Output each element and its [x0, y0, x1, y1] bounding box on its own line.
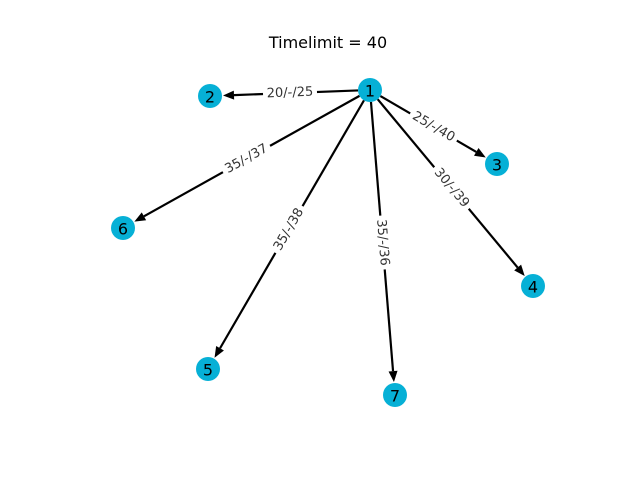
node-1: 1: [358, 78, 382, 102]
node-circle: [521, 274, 545, 298]
arrowhead: [388, 370, 398, 383]
node-circle: [383, 383, 407, 407]
node-circle: [485, 152, 509, 176]
edge-label-1-4: 30/-/39: [428, 162, 475, 214]
arrowhead: [214, 345, 224, 358]
edge-label-background: [372, 214, 393, 271]
node-3: 3: [485, 152, 509, 176]
arrowhead: [514, 264, 525, 277]
nodes-layer: 1 2 3 4 5 6 7: [111, 78, 545, 407]
arrowhead: [222, 90, 235, 100]
node-circle: [196, 357, 220, 381]
edge-label-1-7: 35/-/36: [372, 214, 393, 271]
node-circle: [358, 78, 382, 102]
node-5: 5: [196, 357, 220, 381]
node-4: 4: [521, 274, 545, 298]
arrowhead: [134, 212, 147, 222]
edge-label-background: [219, 138, 274, 180]
node-circle: [111, 216, 135, 240]
diagram-title: Timelimit = 40: [268, 33, 387, 52]
node-label: 3: [492, 156, 502, 175]
node-2: 2: [198, 84, 222, 108]
edge-label-background: [406, 106, 461, 148]
node-7: 7: [383, 383, 407, 407]
node-label: 4: [528, 278, 538, 297]
node-circle: [198, 84, 222, 108]
edge-label-1-6: 35/-/37: [219, 138, 274, 180]
node-6: 6: [111, 216, 135, 240]
edge-label-1-5: 35/-/38: [268, 202, 310, 257]
edge-label-text: 20/-/25: [266, 85, 313, 102]
edge-label-text: 35/-/38: [271, 206, 307, 254]
edges-layer: [134, 89, 525, 383]
edge-label-background: [268, 202, 310, 257]
edge-label-text: 30/-/39: [431, 165, 472, 210]
node-label: 2: [205, 88, 215, 107]
edge-label-text: 35/-/36: [373, 219, 392, 267]
node-label: 6: [118, 220, 128, 239]
edge-label-text: 25/-/40: [410, 109, 458, 145]
edge-label-1-2: 20/-/25: [262, 83, 318, 103]
node-label: 7: [390, 387, 400, 406]
arrowhead: [473, 148, 486, 158]
node-label: 1: [365, 82, 375, 101]
edge-label-1-3: 25/-/40: [406, 106, 461, 148]
edge-label-text: 35/-/37: [223, 141, 271, 177]
node-label: 5: [203, 361, 213, 380]
edge-label-background: [428, 162, 475, 214]
edge-label-background: [262, 83, 318, 103]
